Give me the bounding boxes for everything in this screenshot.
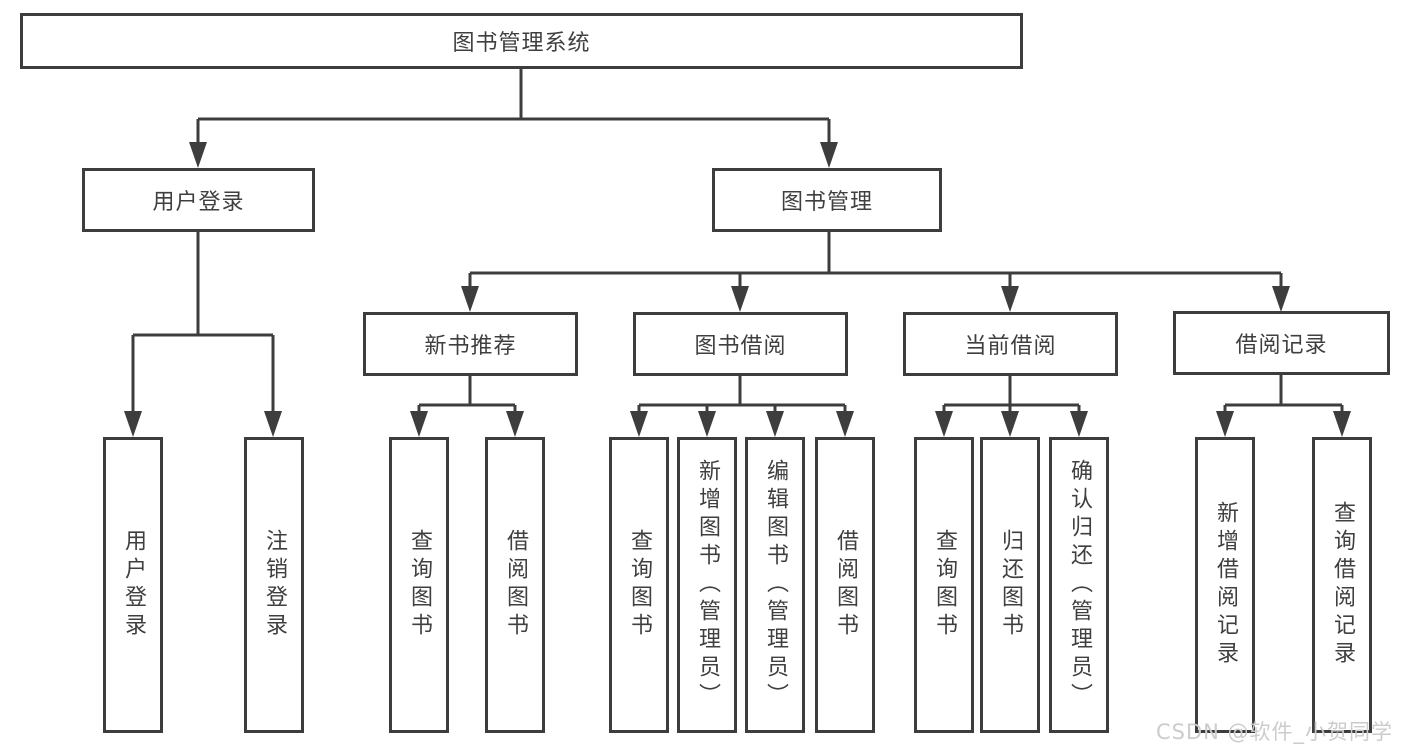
leaf-logout-label: 注销登录 xyxy=(262,529,287,641)
leaf-current-query-books: 查询图书 xyxy=(914,437,974,733)
node-root-label: 图书管理系统 xyxy=(452,31,591,56)
leaf-records-query-record: 查询借阅记录 xyxy=(1312,437,1372,733)
leaf-current-query-books-label: 查询图书 xyxy=(932,529,957,641)
node-user-login-label: 用户登录 xyxy=(152,190,245,215)
leaf-borrow-edit-books-admin: 编辑图书（管理员） xyxy=(745,437,805,733)
leaf-user-login: 用户登录 xyxy=(103,437,163,733)
node-current-borrow-label: 当前借阅 xyxy=(964,334,1057,359)
leaf-logout: 注销登录 xyxy=(244,437,304,733)
leaf-newbook-query-books-label: 查询图书 xyxy=(407,529,432,641)
leaf-current-return-books: 归还图书 xyxy=(980,437,1040,733)
leaf-newbook-borrow-books-label: 借阅图书 xyxy=(503,529,528,641)
leaf-borrow-add-books-admin-label: 新增图书（管理员） xyxy=(695,459,720,711)
node-book-borrow: 图书借阅 xyxy=(633,312,848,376)
node-book-borrow-label: 图书借阅 xyxy=(694,334,787,359)
leaf-newbook-borrow-books: 借阅图书 xyxy=(485,437,545,733)
node-new-book-recommend-label: 新书推荐 xyxy=(424,334,517,359)
leaf-borrow-borrow-books-label: 借阅图书 xyxy=(833,529,858,641)
leaf-records-add-record-label: 新增借阅记录 xyxy=(1213,501,1238,669)
leaf-current-confirm-return-admin-label: 确认归还（管理员） xyxy=(1067,459,1092,711)
node-book-management: 图书管理 xyxy=(712,168,942,232)
leaf-newbook-query-books: 查询图书 xyxy=(389,437,449,733)
node-borrow-records-label: 借阅记录 xyxy=(1235,333,1328,358)
leaf-borrow-query-books: 查询图书 xyxy=(609,437,669,733)
leaf-current-return-books-label: 归还图书 xyxy=(998,529,1023,641)
leaf-borrow-add-books-admin: 新增图书（管理员） xyxy=(677,437,737,733)
leaf-current-confirm-return-admin: 确认归还（管理员） xyxy=(1049,437,1109,733)
node-borrow-records: 借阅记录 xyxy=(1173,311,1390,375)
leaf-records-query-record-label: 查询借阅记录 xyxy=(1330,501,1355,669)
node-user-login: 用户登录 xyxy=(82,168,315,232)
node-new-book-recommend: 新书推荐 xyxy=(363,312,578,376)
csdn-watermark: CSDN @软件_小贺同学 xyxy=(1156,720,1394,744)
node-book-management-label: 图书管理 xyxy=(780,190,873,215)
leaf-borrow-query-books-label: 查询图书 xyxy=(627,529,652,641)
leaf-borrow-edit-books-admin-label: 编辑图书（管理员） xyxy=(763,459,788,711)
leaf-records-add-record: 新增借阅记录 xyxy=(1195,437,1255,733)
node-root: 图书管理系统 xyxy=(20,13,1023,69)
node-current-borrow: 当前借阅 xyxy=(903,312,1118,376)
leaf-user-login-label: 用户登录 xyxy=(121,529,146,641)
leaf-borrow-borrow-books: 借阅图书 xyxy=(815,437,875,733)
